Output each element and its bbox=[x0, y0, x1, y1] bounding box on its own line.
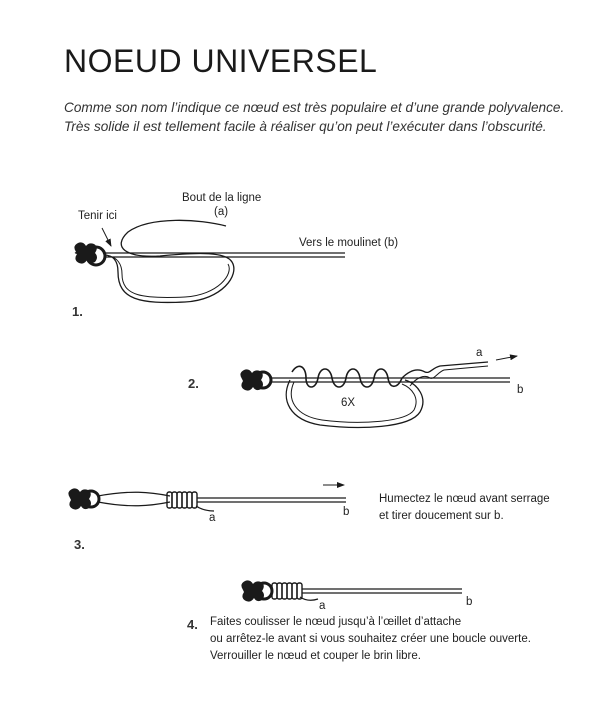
hold-pointer bbox=[101, 227, 112, 247]
step3-instruction-line: et tirer doucement sur b. bbox=[379, 510, 504, 522]
step1-illustration bbox=[74, 219, 345, 304]
step4-coils bbox=[271, 582, 303, 600]
hold-label: Tenir ici bbox=[78, 210, 117, 222]
tag-end-loop bbox=[103, 219, 235, 304]
step3-illustration bbox=[68, 482, 346, 512]
step4-instruction-line: Faites coulisser le nœud jusqu’à l’œille… bbox=[210, 616, 462, 628]
step3-instructions: Humectez le nœud avant serrage et tirer … bbox=[379, 491, 550, 525]
step3-end-a: a bbox=[209, 512, 216, 524]
step3-coils bbox=[166, 491, 198, 509]
step4-instruction-line: ou arrêtez-le avant si vous souhaitez cr… bbox=[210, 633, 531, 645]
step2-end-a: a bbox=[476, 347, 483, 359]
intro-text: Comme son nom l’indique ce nœud est très… bbox=[64, 98, 564, 136]
step2-end-b: b bbox=[517, 384, 524, 396]
line-end-letter: (a) bbox=[214, 206, 229, 218]
wraps-label: 6X bbox=[341, 397, 356, 409]
step3-number: 3. bbox=[74, 537, 85, 552]
intro-line-1: Comme son nom l’indique ce nœud est très… bbox=[64, 100, 565, 115]
step4-end-b: b bbox=[466, 596, 473, 608]
page-title: NOEUD UNIVERSEL bbox=[64, 43, 378, 79]
step1-number: 1. bbox=[72, 304, 83, 319]
step2-number: 2. bbox=[188, 376, 199, 391]
hook-eye-icon bbox=[68, 488, 101, 510]
reel-label: Vers le moulinet (b) bbox=[299, 237, 399, 249]
intro-line-2: Très solide il est tellement facile à ré… bbox=[64, 119, 547, 134]
step2-wraps bbox=[291, 365, 403, 388]
step4-illustration bbox=[241, 580, 462, 602]
step3-instruction-line: Humectez le nœud avant serrage bbox=[379, 493, 550, 505]
hook-eye-icon bbox=[74, 242, 107, 267]
pull-arrow bbox=[495, 354, 518, 361]
step4-instructions: Faites coulisser le nœud jusqu’à l’œille… bbox=[210, 614, 531, 665]
hook-eye-icon bbox=[241, 580, 274, 602]
step2-loop bbox=[285, 379, 424, 429]
step2-illustration bbox=[240, 354, 518, 429]
step4-instruction-line: Verrouiller le nœud et couper le brin li… bbox=[210, 650, 421, 662]
step4-end-a: a bbox=[319, 600, 326, 612]
line-end-label: Bout de la ligne bbox=[182, 192, 262, 204]
hook-eye-icon bbox=[240, 369, 273, 391]
step4-number: 4. bbox=[187, 617, 198, 632]
step3-end-b: b bbox=[343, 506, 350, 518]
